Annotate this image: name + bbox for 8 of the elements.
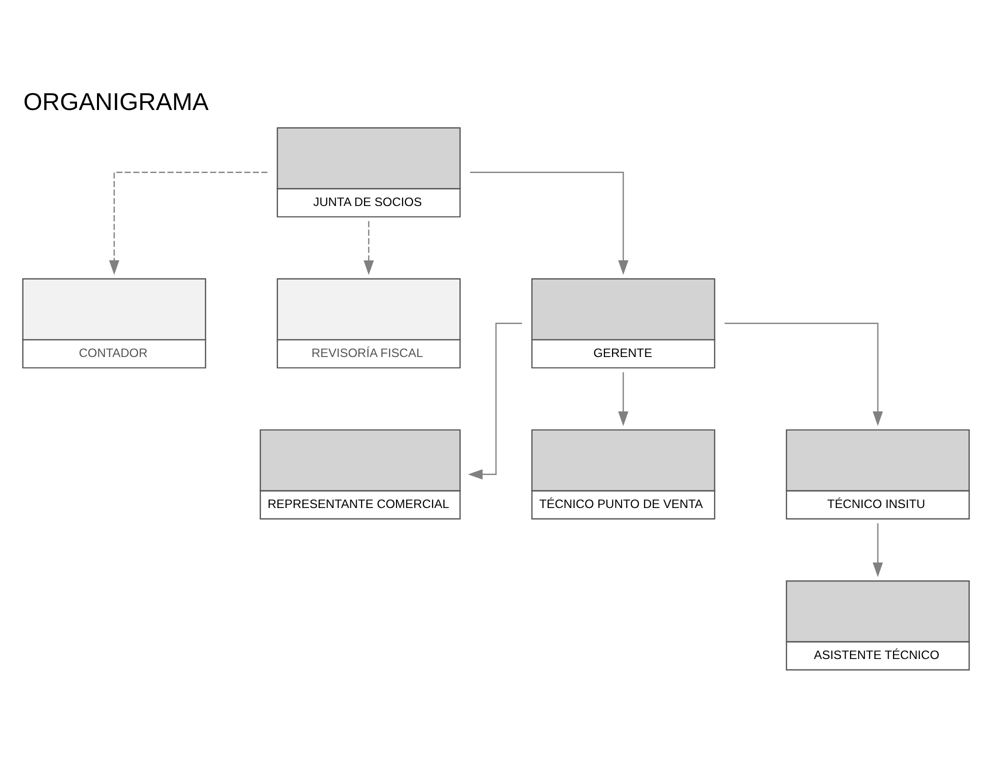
arrow [872,522,883,577]
arrow [468,322,522,479]
arrow [618,372,628,426]
diagram-title: ORGANIGRAMA [23,88,209,116]
arrow [724,322,883,426]
arrow [109,171,268,274]
arrow [470,171,628,274]
arrow [364,220,374,275]
